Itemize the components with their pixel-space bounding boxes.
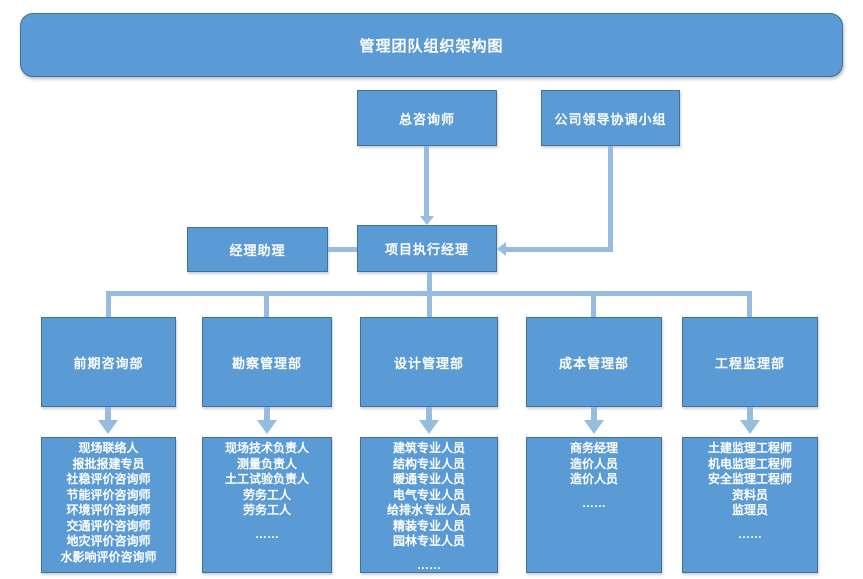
member-item: 暖通专业人员 <box>392 472 465 486</box>
arrowhead-down-icon <box>740 420 760 434</box>
member-item: 土工试验负责人 <box>224 472 309 486</box>
member-item: …… <box>738 526 762 541</box>
member-item: 劳务工人 <box>242 503 291 517</box>
member-item: 造价人员 <box>569 456 618 471</box>
member-list-survey-management: 现场技术负责人测量负责人土工试验负责人劳务工人劳务工人 …… <box>202 437 332 573</box>
member-item: 建筑专业人员 <box>392 441 465 455</box>
node-label: 经理助理 <box>229 243 286 258</box>
member-item: 测量负责人 <box>236 456 297 471</box>
dept-node-cost-management: 成本管理部 <box>526 317 662 407</box>
connector-drop-dept2 <box>264 295 269 317</box>
member-spacer <box>203 519 331 527</box>
dept-node-pre-consulting: 前期咨询部 <box>41 317 176 407</box>
member-item: 造价人员 <box>569 472 618 486</box>
member-spacer <box>361 550 497 558</box>
dept-label: 成本管理部 <box>558 355 629 371</box>
member-item: 精装专业人员 <box>392 518 465 533</box>
member-item: …… <box>582 495 606 510</box>
connector-leadership-vertical <box>608 146 613 252</box>
member-item: 资料员 <box>731 487 768 502</box>
node-project-executive-manager: 项目执行经理 <box>357 225 497 272</box>
dept-label: 工程监理部 <box>714 355 785 371</box>
connector-leadership-horizontal <box>505 247 613 252</box>
dept-arrow-shaft <box>591 407 597 422</box>
member-item: 交通评价咨询师 <box>66 518 151 533</box>
member-item: 商务经理 <box>569 441 618 455</box>
member-spacer <box>527 488 661 496</box>
dept-node-survey-management: 勘察管理部 <box>202 317 332 407</box>
chart-title-banner: 管理团队组织架构图 <box>20 13 843 77</box>
member-item: 给排水专业人员 <box>386 503 471 517</box>
member-item: 地灾评价咨询师 <box>66 534 151 548</box>
member-item: …… <box>255 526 279 541</box>
member-list-design-management: 建筑专业人员结构专业人员暖通专业人员电气专业人员给排水专业人员精装专业人员园林专… <box>360 437 498 573</box>
member-item: 劳务工人 <box>242 487 291 502</box>
member-item: 园林专业人员 <box>392 534 465 548</box>
node-label: 总咨询师 <box>398 111 455 127</box>
arrowhead-down-icon <box>98 420 118 434</box>
node-leadership-group: 公司领导协调小组 <box>541 90 680 146</box>
dept-label: 设计管理部 <box>393 355 464 371</box>
member-item: 安全监理工程师 <box>707 472 792 486</box>
member-item: 节能评价咨询师 <box>66 487 151 502</box>
dept-node-engineering-supervision: 工程监理部 <box>682 317 818 407</box>
node-label: 项目执行经理 <box>384 242 469 257</box>
arrowhead-left-icon <box>497 242 506 256</box>
arrowhead-down-icon <box>257 420 277 434</box>
member-item: 结构专业人员 <box>392 456 465 471</box>
member-spacer <box>683 519 817 527</box>
member-item: 现场技术负责人 <box>224 441 309 455</box>
connector-chief-to-manager <box>424 146 429 217</box>
page-title: 管理团队组织架构图 <box>359 37 504 55</box>
member-item: 土建监理工程师 <box>707 441 792 455</box>
member-list-pre-consulting: 现场联络人报批报建专员社稳评价咨询师节能评价咨询师环境评价咨询师交通评价咨询师地… <box>41 437 176 573</box>
node-label: 公司领导协调小组 <box>554 111 667 127</box>
dept-label: 勘察管理部 <box>231 355 302 371</box>
member-list-cost-management: 商务经理造价人员造价人员…… <box>526 437 662 573</box>
connector-horizontal-bus <box>106 291 752 296</box>
connector-drop-dept4 <box>591 295 596 317</box>
arrowhead-down-icon <box>419 420 439 434</box>
member-item: 水影响评价咨询师 <box>60 549 157 564</box>
arrowhead-down-icon <box>584 420 604 434</box>
member-item: …… <box>417 557 441 572</box>
member-item: 监理员 <box>731 503 768 517</box>
connector-drop-dept5 <box>747 295 752 317</box>
arrowhead-down-icon <box>420 216 434 225</box>
member-item: 现场联络人 <box>78 441 139 455</box>
member-item: 社稳评价咨询师 <box>66 472 151 486</box>
dept-node-design-management: 设计管理部 <box>360 317 498 407</box>
connector-drop-dept1 <box>106 295 111 317</box>
member-item: 报批报建专员 <box>72 456 145 471</box>
node-chief-consultant: 总咨询师 <box>357 90 497 146</box>
member-item: 环境评价咨询师 <box>66 503 151 517</box>
member-item: 机电监理工程师 <box>707 456 792 471</box>
dept-arrow-shaft <box>747 407 753 422</box>
member-list-engineering-supervision: 土建监理工程师机电监理工程师安全监理工程师资料员监理员 …… <box>682 437 818 573</box>
dept-arrow-shaft <box>105 407 111 422</box>
connector-assistant-line <box>328 247 357 252</box>
dept-label: 前期咨询部 <box>73 355 144 371</box>
node-manager-assistant: 经理助理 <box>187 227 328 272</box>
dept-arrow-shaft <box>264 407 270 422</box>
member-item: 电气专业人员 <box>392 487 465 502</box>
dept-arrow-shaft <box>426 407 432 422</box>
